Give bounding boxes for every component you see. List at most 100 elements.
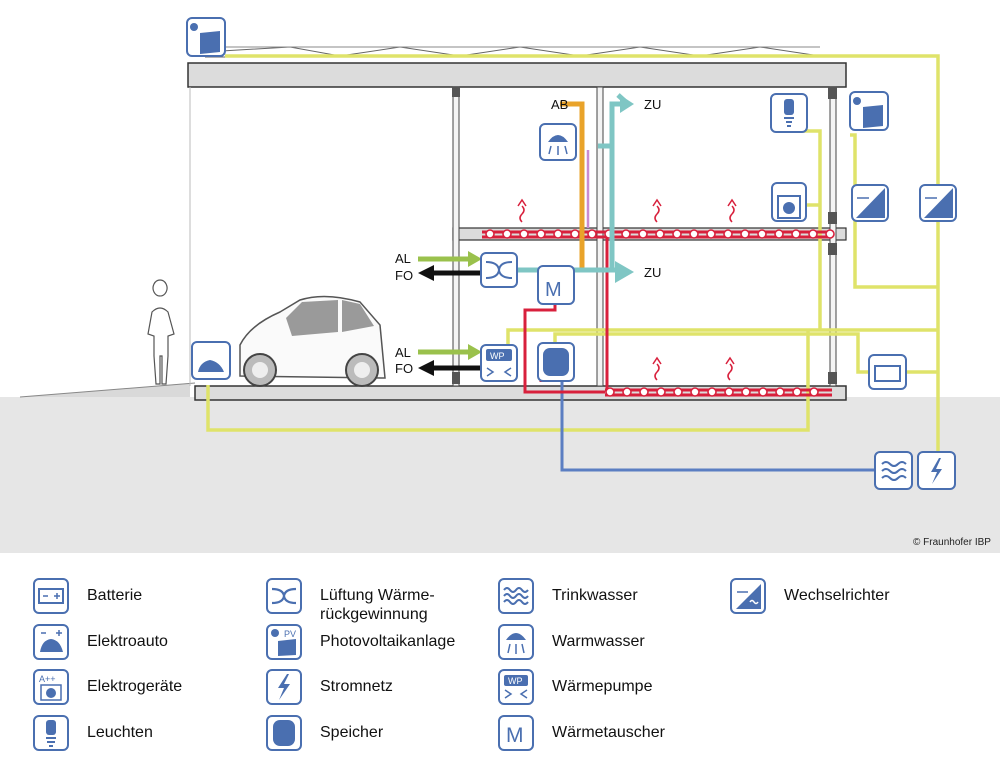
legend-label: Warmwasser [552,633,645,650]
pipe-dot [638,229,648,239]
heat-exchanger-icon: M [537,265,575,305]
legend-item-battery: Batterie [33,578,142,614]
legend-label: Stromnetz [320,678,393,695]
pipe-dot [587,229,597,239]
photovoltaic-icon: PV [266,624,302,660]
pipe-dot [775,387,785,397]
appliance-icon: A++ [33,669,69,705]
battery-icon [868,354,907,390]
ground [0,397,1000,553]
legend-item-storage: Speicher [266,715,383,751]
electric-car-icon [33,624,69,660]
pipe-dot [758,387,768,397]
battery-icon [33,578,69,614]
svg-text:WP: WP [490,351,505,361]
legend-label: Wärmepumpe [552,678,653,695]
light-icon [33,715,69,751]
heating-lines [482,230,832,397]
car-illustration [239,295,386,387]
pipe-dot [741,387,751,397]
pipe-dot [690,387,700,397]
legend-label: Wechselrichter [784,587,890,604]
pipe-dot [707,387,717,397]
heat-exchanger-icon: M [498,715,534,751]
svg-text:WP: WP [508,676,523,686]
pipe-dot [792,387,802,397]
drinking-water-icon [498,578,534,614]
legend-item-photovoltaic: PV Photovoltaikanlage [266,624,455,660]
fo-top-label: FO [395,268,413,283]
legend-label: Elektrogeräte [87,678,183,695]
outside-air-arrows [418,251,482,376]
pipe-dot [672,229,682,239]
pipe-dot [706,229,716,239]
legend-item-hot-water: Warmwasser [498,624,645,660]
legend-item-power-grid: Stromnetz [266,669,393,705]
pipe-dot [774,229,784,239]
light-icon [770,93,808,133]
drinking-water-icon [874,451,913,490]
legend-label: Speicher [320,724,384,741]
pipe-dot [689,229,699,239]
inverter-icon-2 [919,184,957,222]
legend-label: Photovoltaikanlage [320,633,456,650]
pipe-dot [673,387,683,397]
legend-label: Lüftung Wärme- rückgewinnung [320,587,435,623]
legend-item-light: Leuchten [33,715,153,751]
al-top-label: AL [395,251,411,266]
copyright-notice: © Fraunhofer IBP [913,537,991,548]
pv-roof-icon [186,17,226,57]
legend-item-drinking-water: Trinkwasser [498,578,638,614]
power-grid-icon [917,451,956,490]
building-section: AB ZU ZU AL FO AL FO [0,17,1000,553]
electric-car-icon [191,341,231,380]
legend-item-heat-pump: WP Wärmepumpe [498,669,652,705]
pipe-dot [605,387,615,397]
fo-bottom-label: FO [395,361,413,376]
pipe-dot [791,229,801,239]
svg-text:M: M [506,724,524,746]
appliance-icon [771,182,807,222]
power-grid-icon [266,669,302,705]
svg-text:A++: A++ [39,674,56,684]
ventilation-unit-icon [480,252,518,288]
ab-label: AB [551,97,568,112]
legend-label: Batterie [87,587,143,604]
pipe-dot [570,229,580,239]
inverter-icon-1 [851,184,889,222]
heat-pump-icon: WP [498,669,534,705]
legend: Batterie Elektroauto A++ Elektrogeräte L… [0,553,1000,771]
pipe-dot [825,229,835,239]
pv-right-icon [849,91,889,131]
legend-label: Elektroauto [87,633,168,650]
svg-text:PV: PV [284,629,296,639]
storage-icon [537,342,575,382]
heating-pipe-dots [485,229,835,397]
water-line [560,380,875,472]
pipe-dot [519,229,529,239]
shower-icon [539,123,577,161]
legend-label: Trinkwasser [552,587,638,604]
pipe-dot [808,229,818,239]
legend-label: Wärmetauscher [552,724,665,741]
hot-water-icon [498,624,534,660]
legend-item-inverter: Wechselrichter [730,578,890,614]
pipe-dot [757,229,767,239]
pipe-dot [536,229,546,239]
al-bottom-label: AL [395,345,411,360]
legend-item-ventilation: Lüftung Wärme- rückgewinnung [266,578,435,624]
zu-mid-label: ZU [644,265,661,280]
pipe-dot [809,387,819,397]
inverter-icon [730,578,766,614]
pipe-dot [655,229,665,239]
pipe-dot [485,229,495,239]
legend-item-appliance: A++ Elektrogeräte [33,669,182,705]
pipe-dot [723,229,733,239]
zu-top-label: ZU [644,97,661,112]
pipe-dot [621,229,631,239]
pipe-dot [724,387,734,397]
diagram-icons: M WP [186,17,957,490]
pipe-dot [553,229,563,239]
storage-icon [266,715,302,751]
